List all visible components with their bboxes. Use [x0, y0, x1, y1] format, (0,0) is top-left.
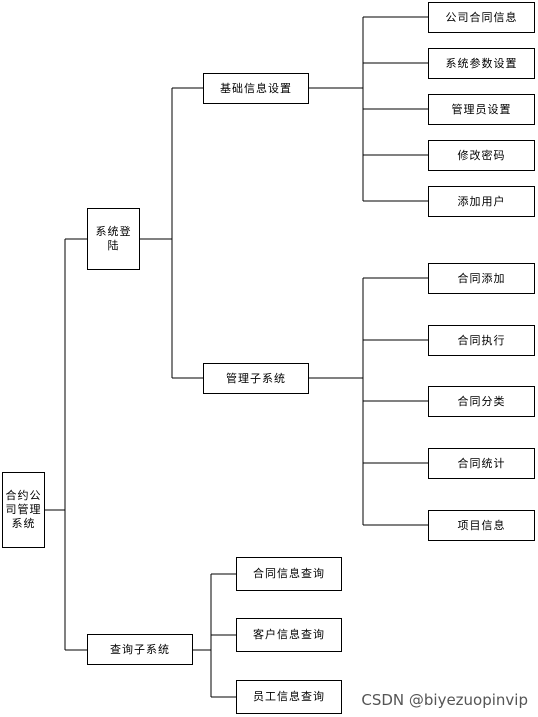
contract-stats-label: 合同统计	[457, 456, 506, 470]
company-contract-info-node: 公司合同信息	[428, 2, 535, 33]
employee-query-node: 员工信息查询	[236, 680, 342, 714]
add-user-node: 添加用户	[428, 186, 535, 217]
basic-settings-node: 基础信息设置	[203, 73, 309, 104]
manage-subsystem-node: 管理子系统	[203, 363, 309, 394]
employee-query-label: 员工信息查询	[253, 690, 325, 703]
manage-subsystem-label: 管理子系统	[226, 371, 286, 385]
query-subsystem-label: 查询子系统	[110, 642, 170, 656]
root-node-label: 合约公司管理系统	[5, 489, 42, 530]
contract-query-node: 合同信息查询	[236, 557, 342, 591]
project-info-label: 项目信息	[457, 518, 506, 532]
customer-query-node: 客户信息查询	[236, 618, 342, 652]
system-params-label: 系统参数设置	[445, 56, 518, 70]
system-params-node: 系统参数设置	[428, 48, 535, 79]
contract-execute-label: 合同执行	[457, 333, 506, 347]
company-contract-info-label: 公司合同信息	[445, 10, 518, 24]
contract-execute-node: 合同执行	[428, 325, 535, 356]
contract-add-label: 合同添加	[457, 271, 506, 285]
change-password-label: 修改密码	[457, 148, 506, 162]
basic-settings-label: 基础信息设置	[220, 81, 292, 95]
project-info-node: 项目信息	[428, 510, 535, 541]
contract-category-node: 合同分类	[428, 386, 535, 417]
login-node: 系统登陆	[87, 208, 140, 270]
contract-stats-node: 合同统计	[428, 448, 535, 479]
login-node-label: 系统登陆	[95, 225, 132, 252]
query-subsystem-node: 查询子系统	[87, 634, 193, 665]
change-password-node: 修改密码	[428, 140, 535, 171]
root-node: 合约公司管理系统	[2, 472, 45, 548]
admin-settings-node: 管理员设置	[428, 94, 535, 125]
add-user-label: 添加用户	[457, 194, 506, 208]
csdn-watermark: CSDN @biyezuopinvip	[361, 691, 528, 709]
contract-query-label: 合同信息查询	[253, 567, 325, 580]
contract-add-node: 合同添加	[428, 263, 535, 294]
contract-category-label: 合同分类	[457, 394, 506, 408]
admin-settings-label: 管理员设置	[451, 102, 512, 116]
customer-query-label: 客户信息查询	[253, 628, 325, 641]
